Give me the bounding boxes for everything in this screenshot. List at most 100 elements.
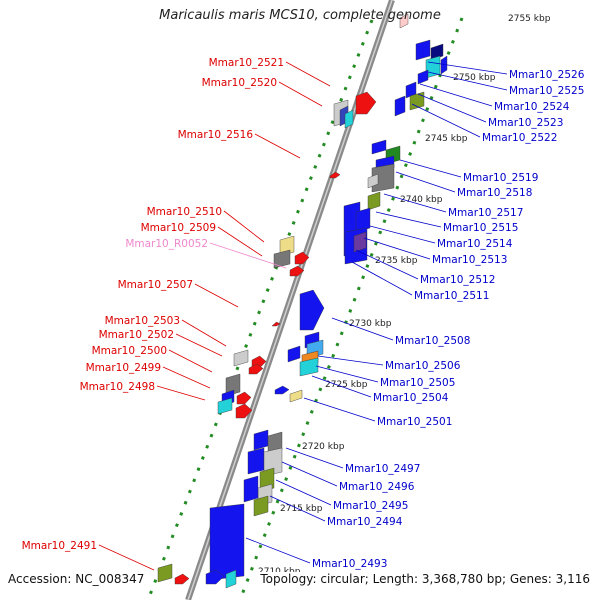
- gene-block: [263, 447, 283, 477]
- gene-block: [225, 569, 237, 589]
- gene-label-mmar10-2505: Mmar10_2505: [380, 377, 455, 389]
- label-leader-line: [303, 397, 376, 422]
- gene-arrow: [248, 363, 264, 375]
- scale-label: 2740 kbp: [400, 195, 443, 205]
- gene-label-mmar10-2499: Mmar10_2499: [86, 362, 161, 374]
- gene-block: [409, 91, 425, 111]
- label-leader-line: [411, 103, 481, 138]
- gene-block: [405, 81, 417, 99]
- label-leader-line: [369, 225, 436, 244]
- gene-block: [287, 345, 301, 363]
- gene-block: [415, 39, 431, 61]
- gene-block: [367, 191, 381, 211]
- label-leader-line: [285, 61, 331, 87]
- gene-label-mmar10-2517: Mmar10_2517: [448, 207, 523, 219]
- scale-label: 2755 kbp: [508, 14, 551, 24]
- genome-title: Maricaulis maris MCS10, complete genome: [159, 8, 441, 23]
- gene-label-mmar10-2500: Mmar10_2500: [92, 345, 167, 357]
- gene-label-mmar10-2521: Mmar10_2521: [209, 57, 284, 69]
- label-leader-line: [427, 61, 508, 75]
- label-leader-line: [363, 237, 431, 260]
- gene-label-mmar10-2512: Mmar10_2512: [420, 274, 495, 286]
- gene-block: [253, 495, 269, 517]
- label-leader-line: [168, 349, 213, 373]
- gene-arrow: [174, 573, 190, 585]
- topology-text: Topology: circular; Length: 3,368,780 bp…: [258, 572, 592, 586]
- gene-label-mmar10-2515: Mmar10_2515: [443, 222, 518, 234]
- label-leader-line: [223, 210, 265, 243]
- gene-arrow: [299, 289, 325, 331]
- label-leader-line: [375, 211, 442, 228]
- label-leader-line: [355, 249, 419, 280]
- label-leader-line: [399, 159, 462, 178]
- gene-block: [371, 139, 387, 155]
- gene-block: [399, 13, 409, 29]
- gene-label-mmar10-2502: Mmar10_2502: [99, 329, 174, 341]
- label-leader-line: [383, 193, 447, 213]
- gene-block: [273, 249, 291, 269]
- gene-block: [353, 231, 367, 253]
- gene-arrow: [271, 321, 281, 327]
- scale-label: 2730 kbp: [349, 319, 392, 329]
- gene-block: [299, 357, 319, 377]
- gene-arrow: [236, 391, 252, 405]
- label-leader-line: [315, 365, 379, 383]
- scale-label: 2735 kbp: [375, 256, 418, 266]
- gene-block: [225, 373, 241, 397]
- gene-label-mmar10-2496: Mmar10_2496: [339, 481, 415, 493]
- scale-track-left: [146, 19, 374, 601]
- gene-label-mmar10-2519: Mmar10_2519: [463, 172, 538, 184]
- gene-block: [394, 95, 406, 117]
- scale-label: 2725 kbp: [325, 380, 368, 390]
- label-leader-line: [285, 447, 344, 469]
- label-leader-line: [419, 83, 493, 107]
- gene-label-mmar10-2516: Mmar10_2516: [178, 129, 254, 141]
- gene-arrow: [235, 403, 253, 419]
- gene-block: [355, 207, 371, 233]
- gene-block: [243, 475, 259, 503]
- label-leader-line: [156, 385, 206, 401]
- gene-label-mmar10-2513: Mmar10_2513: [432, 254, 507, 266]
- label-leader-line: [351, 261, 413, 296]
- gene-label-mmar10-2526: Mmar10_2526: [509, 69, 585, 81]
- label-leader-line: [209, 242, 287, 269]
- gene-label-mmar10-2504: Mmar10_2504: [373, 392, 449, 404]
- gene-label-mmar10-2501: Mmar10_2501: [377, 416, 452, 428]
- label-leader-line: [275, 479, 332, 506]
- label-leader-line: [281, 461, 338, 487]
- gene-label-mmar10-2522: Mmar10_2522: [482, 132, 557, 144]
- gene-block: [247, 447, 265, 475]
- label-leader-line: [162, 366, 211, 389]
- gene-block: [367, 173, 379, 189]
- scale-track-right: [238, 17, 464, 601]
- gene-block: [440, 55, 448, 75]
- gene-label-mmar10-r0052: Mmar10_R0052: [125, 238, 208, 250]
- label-leader-line: [427, 71, 508, 91]
- label-leader-line: [278, 81, 323, 107]
- gene-label-mmar10-2525: Mmar10_2525: [509, 85, 584, 97]
- gene-label-mmar10-2495: Mmar10_2495: [333, 500, 408, 512]
- gene-label-mmar10-2518: Mmar10_2518: [457, 187, 532, 199]
- gene-label-mmar10-2507: Mmar10_2507: [118, 279, 193, 291]
- label-leader-line: [98, 544, 155, 571]
- gene-arrow: [329, 171, 341, 179]
- gene-arrow: [294, 251, 310, 265]
- gene-label-mmar10-2514: Mmar10_2514: [437, 238, 513, 250]
- label-leader-line: [331, 317, 394, 341]
- gene-label-mmar10-2511: Mmar10_2511: [414, 290, 489, 302]
- gene-block: [344, 109, 354, 129]
- gene-block: [417, 69, 429, 85]
- gene-label-mmar10-2503: Mmar10_2503: [105, 315, 180, 327]
- gene-label-mmar10-2493: Mmar10_2493: [312, 558, 387, 570]
- gene-arrow: [355, 91, 377, 115]
- accession-text: Accession: NC_008347: [6, 572, 147, 586]
- label-leader-line: [311, 375, 372, 398]
- gene-block: [279, 235, 295, 257]
- label-leader-line: [269, 495, 326, 522]
- label-leader-line: [245, 537, 311, 564]
- label-leader-line: [181, 319, 227, 347]
- gene-label-mmar10-2491: Mmar10_2491: [22, 540, 97, 552]
- gene-block: [233, 349, 249, 367]
- gene-arrow: [205, 569, 225, 585]
- gene-arrow: [289, 265, 305, 277]
